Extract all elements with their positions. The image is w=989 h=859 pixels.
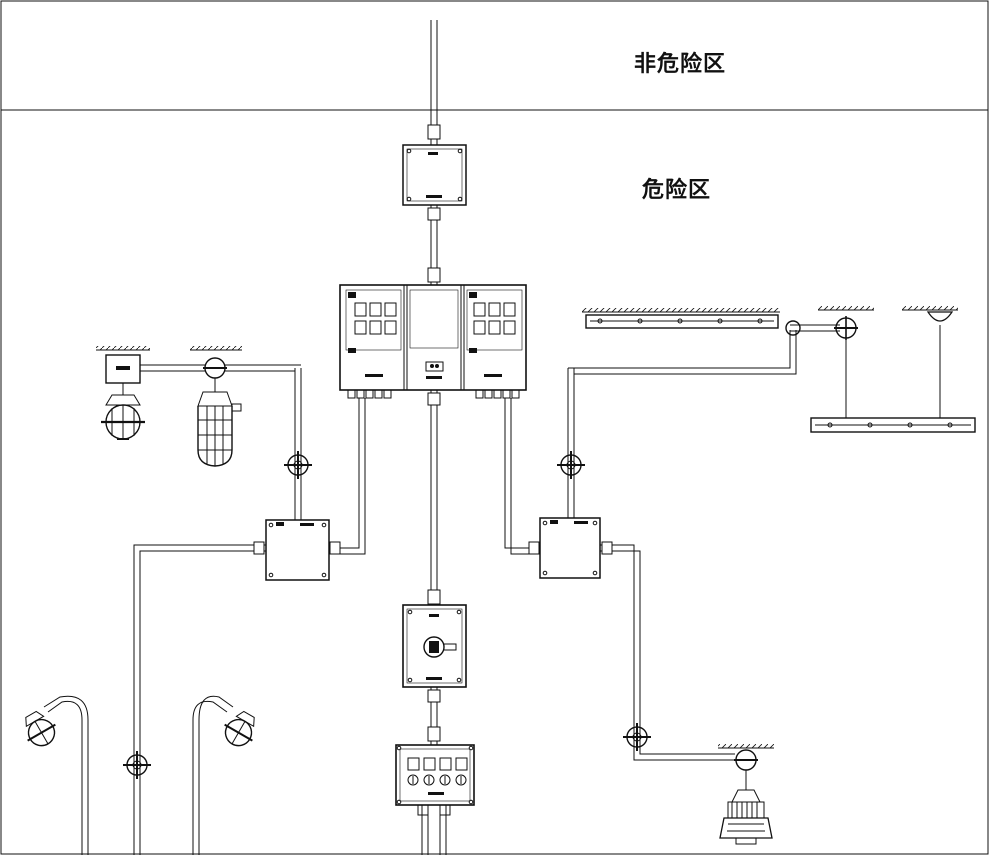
ceiling-lamp-small	[96, 346, 150, 440]
rotary-switch-box	[402, 604, 467, 688]
left-junction-box	[265, 519, 330, 581]
pole-lamp-left	[25, 710, 56, 747]
conduit-fitting-lower-left	[123, 751, 151, 779]
linear-fixture-suspended	[810, 306, 976, 433]
control-station	[395, 744, 475, 816]
hazardous-zone-label: 危险区	[642, 178, 712, 203]
led-high-bay	[718, 744, 774, 845]
breaker-bank-right	[473, 302, 516, 335]
pole-lamp-right	[224, 710, 255, 747]
right-junction-box	[539, 517, 601, 579]
conduit-fitting-right	[557, 451, 585, 479]
conduit-network	[43, 20, 941, 855]
conduit-fitting-left	[284, 451, 312, 479]
board-outlet-glands	[347, 389, 520, 399]
non-hazardous-zone-label: 非危险区	[634, 52, 727, 77]
ceiling-lamp-caged	[190, 346, 242, 467]
couplings	[253, 124, 613, 742]
linear-fixture-ceiling	[582, 308, 801, 336]
distribution-board	[339, 284, 527, 399]
conduit-fitting-lower-right	[623, 723, 651, 751]
incoming-junction-box	[402, 144, 467, 206]
breaker-bank-left	[354, 302, 397, 335]
